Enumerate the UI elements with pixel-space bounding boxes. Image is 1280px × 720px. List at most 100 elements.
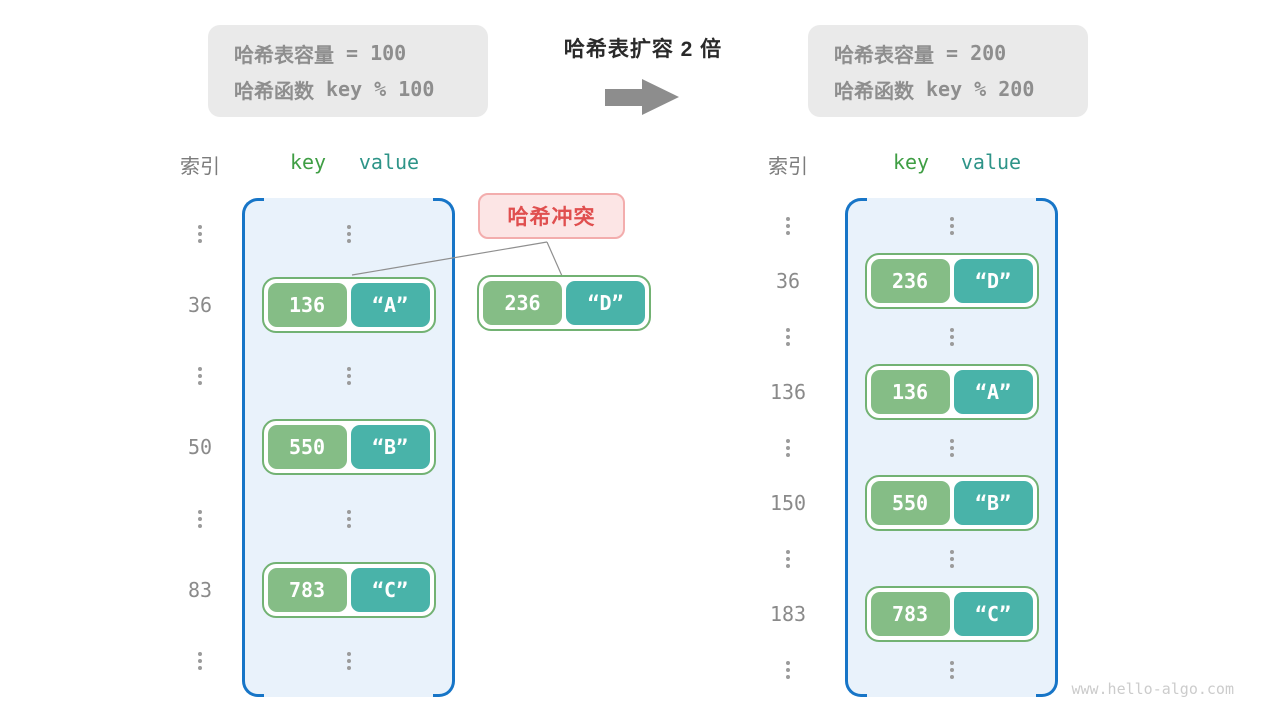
key-box: 236 [870,259,950,303]
value-box: “D” [566,281,645,325]
bucket-cell [845,438,1058,457]
table-row: 150 550“B” [752,475,1058,531]
index-label: 150 [769,491,807,515]
table-row: 50 550“B” [164,412,455,483]
index-label: 36 [775,269,801,293]
table-row: 183 783“C” [752,586,1058,642]
key-box: 136 [870,370,950,414]
index-label: 183 [769,602,807,626]
ellipsis-icon [949,438,954,457]
value-box: “D” [953,259,1033,303]
index-cell: 183 [752,602,824,626]
index-cell: 50 [164,435,236,459]
info-box-before: 哈希表容量 = 100 哈希函数 key % 100 [208,25,488,117]
key-value-pair-external: 236 “D” [477,275,651,331]
bucket-cell: 136“A” [845,364,1058,420]
index-cell [164,509,236,528]
collision-callout: 哈希冲突 [478,193,625,239]
table-row: 83 783“C” [164,554,455,625]
value-box: “B” [953,481,1033,525]
bucket-cell: 783“C” [242,562,455,619]
table-row [164,626,455,697]
bucket-cell: 783“C” [845,586,1058,642]
key-value-pair: 136“A” [864,364,1039,420]
header-index-left: 索引 [180,156,220,178]
index-label: 136 [769,380,807,404]
bucket-cell [242,224,455,243]
bracket-right-icon [433,198,455,697]
header-key-right: key [892,150,930,174]
diagram-title: 哈希表扩容 2 倍 [563,38,723,61]
value-box: “C” [953,592,1033,636]
hash-table-before: 36 136“A” 50 550“B” 83 783“C” [164,198,455,697]
table-row [752,420,1058,475]
table-row: 36 236“D” [752,253,1058,309]
capacity-label: 哈希表容量 [234,44,334,67]
key-value-pair: 550“B” [261,419,436,476]
table-row [164,198,455,269]
table-row [164,483,455,554]
header-index-right: 索引 [768,156,808,178]
bucket-cell: 550“B” [242,419,455,476]
ellipsis-icon [786,660,790,679]
hash-function-label: 哈希函数 [234,80,314,103]
index-label: 36 [187,292,213,317]
key-value-pair: 783“C” [864,586,1039,642]
key-box: 136 [267,282,347,327]
table-row [164,341,455,412]
index-cell [752,549,824,568]
index-cell: 36 [164,293,236,317]
index-cell [752,660,824,679]
ellipsis-icon [198,224,202,243]
ellipsis-icon [949,327,954,346]
bucket-cell [845,660,1058,679]
bucket-cell: 236“D” [845,253,1058,309]
index-cell [164,652,236,671]
index-label: 83 [187,578,213,603]
hash-function-value: key % 100 [326,77,435,101]
index-label: 50 [187,435,213,460]
ellipsis-icon [949,216,954,235]
hash-function-line: 哈希函数 key % 200 [834,75,1088,104]
resize-arrow-head-icon [642,79,679,115]
value-box: “A” [350,282,430,327]
capacity-line: 哈希表容量 = 200 [834,39,1088,68]
value-box: “C” [350,568,430,613]
bucket-cell [845,549,1058,568]
value-box: “A” [953,370,1033,414]
ellipsis-icon [346,367,351,386]
header-value-right: value [960,150,1022,174]
index-cell [752,216,824,235]
bucket-cell: 550“B” [845,475,1058,531]
key-box: 550 [267,425,347,470]
ellipsis-icon [949,660,954,679]
table-row [752,198,1058,253]
header-key-left: key [289,150,327,174]
key-value-pair: 236“D” [864,253,1039,309]
key-value-pair: 783“C” [261,562,436,619]
table-row: 36 136“A” [164,269,455,340]
index-cell: 36 [752,269,824,293]
info-box-after: 哈希表容量 = 200 哈希函数 key % 200 [808,25,1088,117]
bucket-cell [845,216,1058,235]
table-row [752,309,1058,364]
index-cell: 136 [752,380,824,404]
bucket-cell [242,652,455,671]
capacity-line: 哈希表容量 = 100 [234,39,488,68]
table-row [752,642,1058,697]
index-cell [752,438,824,457]
index-cell [752,327,824,346]
ellipsis-icon [198,509,202,528]
table-rows: 36 136“A” 50 550“B” 83 783“C” [164,198,455,697]
key-box: 783 [870,592,950,636]
key-box: 550 [870,481,950,525]
bucket-cell [845,327,1058,346]
index-cell: 150 [752,491,824,515]
ellipsis-icon [198,652,202,671]
hash-function-label: 哈希函数 [834,80,914,103]
bucket-cell: 136“A” [242,276,455,333]
